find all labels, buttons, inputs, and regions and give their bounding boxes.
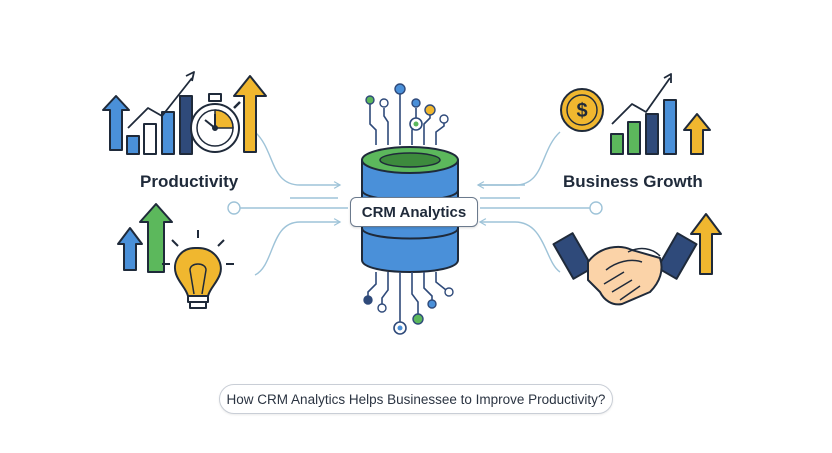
circuit-node [427, 299, 437, 309]
caption-pill: How CRM Analytics Helps Businessee to Im… [219, 384, 613, 414]
circuit-node [444, 287, 454, 297]
productivity-label: Productivity [140, 172, 239, 191]
circuit-node [363, 295, 373, 305]
connector-node-right [589, 201, 603, 215]
lightbulb-arrows-icon [117, 203, 234, 309]
connector-node-left [227, 201, 241, 215]
circuit-node [394, 83, 406, 95]
circuit-node [365, 95, 375, 105]
connector-productivity [254, 131, 342, 189]
circuit-node [379, 98, 389, 108]
dollar-coin-bar-chart-icon: $ [560, 73, 711, 155]
connector-growth [478, 131, 561, 186]
business-growth-label: Business Growth [563, 172, 703, 191]
connector-lines [227, 131, 603, 276]
connector-lightbulb [254, 218, 342, 276]
svg-text:$: $ [576, 100, 587, 122]
circuit-node [439, 114, 449, 124]
circuit-node [411, 98, 421, 108]
circuit-node [377, 303, 387, 313]
crm-analytics-badge: CRM Analytics [350, 197, 478, 227]
circuit-node [424, 104, 436, 116]
bar-chart-stopwatch-icon [102, 71, 267, 155]
connector-handshake [478, 218, 561, 273]
handshake-icon [552, 213, 722, 306]
circuit-node [412, 313, 424, 325]
